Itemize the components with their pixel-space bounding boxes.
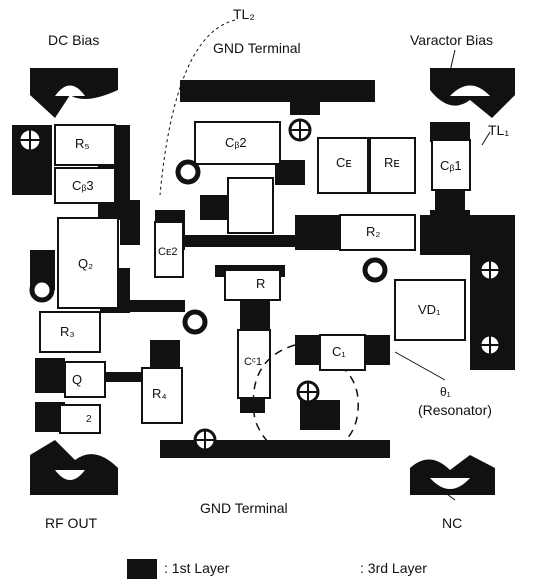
comp-c1-body	[319, 334, 366, 371]
r5-label: R₅	[75, 136, 90, 151]
ce-label: Cᴇ	[336, 155, 352, 170]
gnd-terminal-top-label: GND Terminal	[213, 40, 301, 56]
r3-label: R₃	[60, 324, 75, 339]
comp-vd1-body	[394, 279, 466, 341]
first-layer-traces	[12, 68, 515, 495]
comp-c2-body	[59, 404, 101, 434]
legend-layer1-label: : 1st Layer	[164, 560, 230, 576]
comp-cb3-body	[54, 167, 116, 204]
comp-cb1-body	[431, 139, 471, 191]
q2-label: Q₂	[78, 256, 94, 271]
re-label: Rᴇ	[384, 155, 400, 170]
c2-label: 2	[86, 414, 92, 425]
tl1-label: TL₁	[488, 122, 510, 138]
r2-label: R₂	[366, 224, 381, 239]
comp-r2-body	[339, 214, 416, 251]
comp-r4-body	[141, 367, 183, 424]
resonator-dashed-arc	[252, 344, 359, 457]
r1-label: R	[256, 276, 266, 291]
rf-out-label: RF OUT	[45, 515, 98, 531]
comp-r3-body	[39, 311, 101, 353]
theta-label: θ₁	[440, 385, 451, 399]
legend-layer3-swatch	[330, 559, 360, 579]
pad-rf-out	[30, 440, 118, 495]
center-open-box	[227, 177, 274, 234]
legend-layer3-label: : 3rd Layer	[360, 560, 427, 576]
tl2-label: TL₂	[233, 6, 255, 22]
comp-r5-body	[54, 124, 116, 166]
nc-label: NC	[442, 515, 463, 531]
legend-layer1-swatch	[127, 559, 157, 579]
r4-label: R₄	[152, 386, 167, 401]
gnd-terminal-bottom-label: GND Terminal	[200, 500, 288, 516]
c1-label: C₁	[332, 344, 346, 359]
cb1-label: Cᵦ1	[440, 158, 462, 173]
pad-cutouts	[55, 85, 490, 489]
comp-ce-body	[317, 137, 369, 194]
cc1-label: Cᶜ1	[244, 356, 262, 368]
dc-bias-label: DC Bias	[48, 32, 100, 48]
comp-re-body	[369, 137, 416, 194]
resonator-label: (Resonator)	[418, 402, 492, 418]
third-layer-components	[39, 121, 471, 434]
vd1-label: VD₁	[418, 302, 441, 317]
gnd-top-strip	[180, 80, 375, 102]
varactor-bias-label: Varactor Bias	[410, 32, 493, 48]
pointer-lines	[159, 19, 491, 501]
q1-label: Q	[72, 372, 83, 387]
gnd-bottom-strip	[160, 440, 390, 458]
ce2-label: Cᴇ2	[158, 246, 178, 258]
comp-q2-body	[57, 217, 119, 309]
cb3-label: Cᵦ3	[72, 178, 94, 193]
comp-ce2-body	[154, 221, 184, 278]
cb2-label: Cᵦ2	[225, 135, 247, 150]
vias	[17, 118, 502, 452]
comp-q1-body	[64, 361, 106, 398]
pad-nc	[410, 455, 495, 495]
comp-r1-body	[224, 269, 281, 301]
comp-cb2-body	[194, 121, 281, 165]
